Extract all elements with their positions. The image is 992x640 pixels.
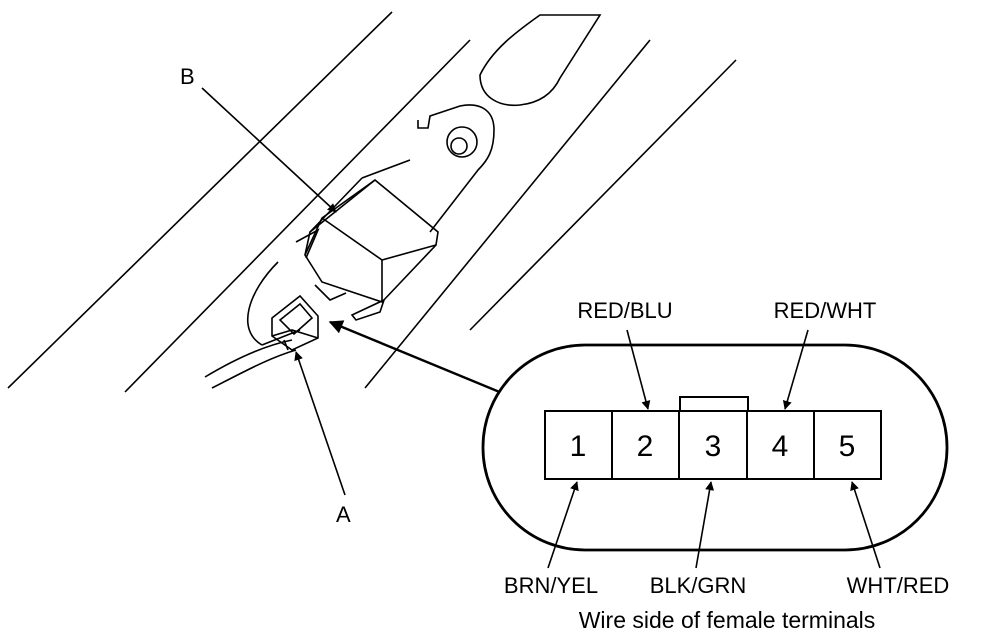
panel-edge-front	[364, 39, 651, 389]
callout-a-label: A	[336, 502, 351, 527]
callout-b-label: B	[180, 64, 195, 89]
unit-b-lower-tabs	[314, 284, 386, 321]
panel-edge-inner	[124, 39, 471, 393]
leader-pin-4	[782, 329, 809, 410]
pin-number-2: 2	[637, 430, 654, 463]
pin-cell-4	[746, 410, 815, 480]
detail-pointer-arrow	[328, 320, 503, 395]
harness-wire-upper	[204, 339, 293, 378]
panel-drawing	[7, 11, 737, 393]
detail-caption: Wire side of female terminals	[579, 607, 876, 633]
panel-edge-far	[469, 59, 737, 331]
pin-cell-1	[544, 410, 613, 480]
wire-label-pin-3: BLK/GRN	[650, 573, 747, 598]
connector-a-body	[271, 294, 319, 351]
screw-outer	[446, 126, 478, 158]
wire-label-pin-5: WHT/RED	[847, 573, 950, 598]
pin-cell-3	[678, 410, 748, 480]
wire-label-pin-1: BRN/YEL	[504, 573, 598, 598]
pin-number-5: 5	[839, 430, 856, 463]
connector-face	[544, 396, 882, 480]
panel-edge-outer	[7, 11, 393, 389]
leader-pin-3	[695, 481, 715, 569]
unit-b-body	[304, 178, 439, 303]
leader-a	[294, 351, 346, 496]
wire-label-pin-2: RED/BLU	[577, 298, 672, 323]
pin-cell-2	[611, 410, 680, 480]
leader-pin-1	[547, 481, 579, 569]
leader-b	[201, 87, 337, 213]
leader-pin-5	[850, 481, 881, 569]
unit-b-edges	[295, 217, 437, 302]
pin-number-4: 4	[772, 430, 789, 463]
pin-number-1: 1	[570, 430, 587, 463]
pin-cell-5	[813, 410, 882, 480]
unit-b-top-face	[304, 179, 376, 256]
leader-pin-2	[626, 329, 651, 410]
screw-inner	[450, 137, 468, 155]
panel-slot	[479, 14, 602, 107]
harness-wire-lower	[211, 349, 297, 389]
pin-number-3: 3	[705, 430, 722, 463]
wire-label-pin-4: RED/WHT	[774, 298, 877, 323]
